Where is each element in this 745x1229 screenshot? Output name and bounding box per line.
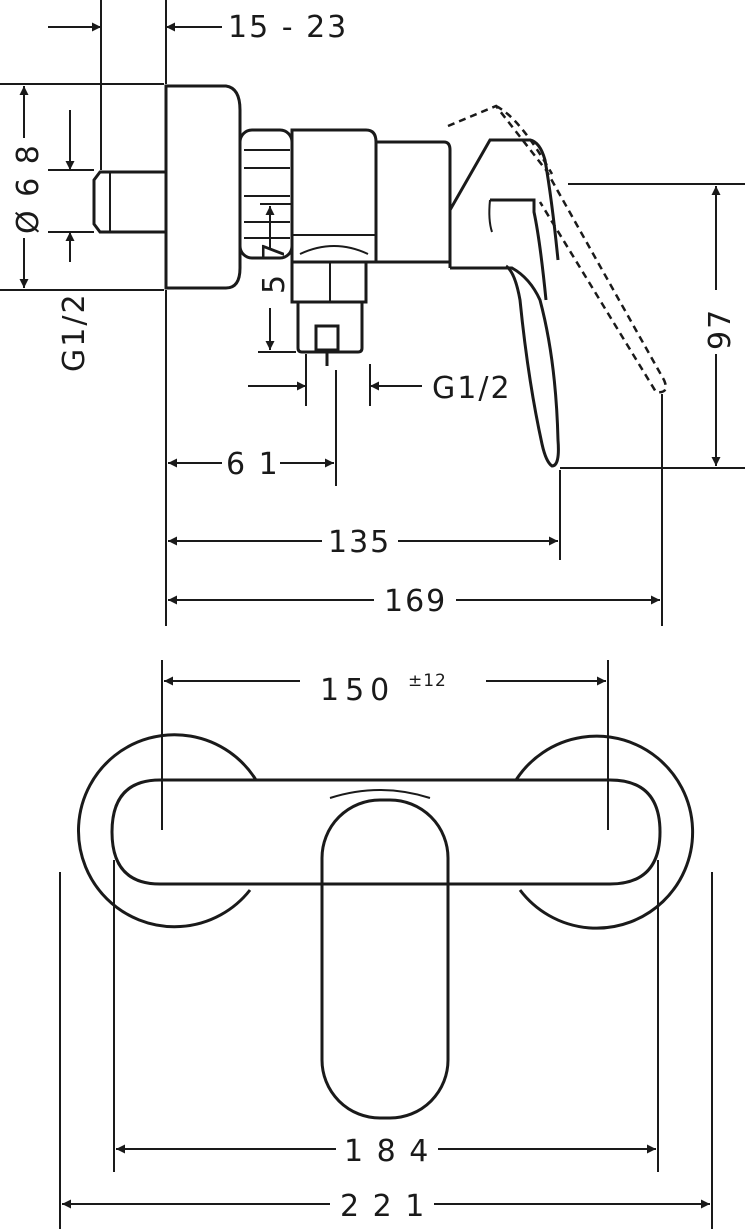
dim-diameter: Ø 6 8 — [0, 83, 164, 291]
front-view: 150 ±12 1 8 4 2 2 1 — [59, 660, 713, 1229]
dim-lever-height-label: 97 — [703, 308, 738, 350]
dim-depth-label: 15 - 23 — [228, 10, 348, 45]
side-view: 15 - 23 Ø 6 8 G1/2 5 7 — [0, 0, 745, 626]
dim-height: 5 7 — [257, 203, 296, 353]
dim-135-label: 135 — [328, 525, 391, 560]
dim-184-label: 1 8 4 — [344, 1134, 430, 1169]
mixer-lever — [448, 138, 560, 468]
dim-61-label: 6 1 — [226, 447, 280, 482]
dim-diameter-label: Ø 6 8 — [11, 143, 46, 234]
dim-169-label: 169 — [384, 584, 447, 619]
left-rosette — [77, 733, 258, 929]
dim-135: 135 — [168, 470, 561, 560]
inlet-connector — [92, 170, 166, 234]
outlet-nut — [290, 262, 368, 366]
dim-centers-label: 150 — [320, 673, 395, 708]
dim-inlet-thread-label: G1/2 — [57, 292, 92, 372]
dim-61: 6 1 — [165, 290, 337, 626]
wall-plate — [164, 84, 242, 290]
right-rosette — [514, 734, 695, 930]
dim-outlet-thread: G1/2 — [248, 354, 512, 406]
mixer-lever-front — [320, 798, 450, 1120]
dim-centers-tolerance: ±12 — [408, 671, 447, 691]
dim-169: 169 — [168, 394, 663, 626]
mixer-bar — [110, 778, 662, 886]
dim-height-label: 5 7 — [257, 240, 292, 294]
cartridge-housing — [376, 140, 452, 264]
dim-221-label: 2 2 1 — [340, 1189, 426, 1224]
dim-221: 2 2 1 — [59, 872, 713, 1229]
mixer-body — [290, 128, 378, 264]
dim-centers: 150 ±12 — [164, 671, 606, 708]
dim-184: 1 8 4 — [113, 860, 659, 1172]
dim-depth: 15 - 23 — [48, 0, 348, 170]
eccentric-ribs — [238, 128, 294, 260]
dim-inlet-thread: G1/2 — [48, 110, 94, 372]
dim-outlet-thread-label: G1/2 — [432, 371, 512, 406]
dim-lever-height: 97 — [560, 183, 745, 469]
